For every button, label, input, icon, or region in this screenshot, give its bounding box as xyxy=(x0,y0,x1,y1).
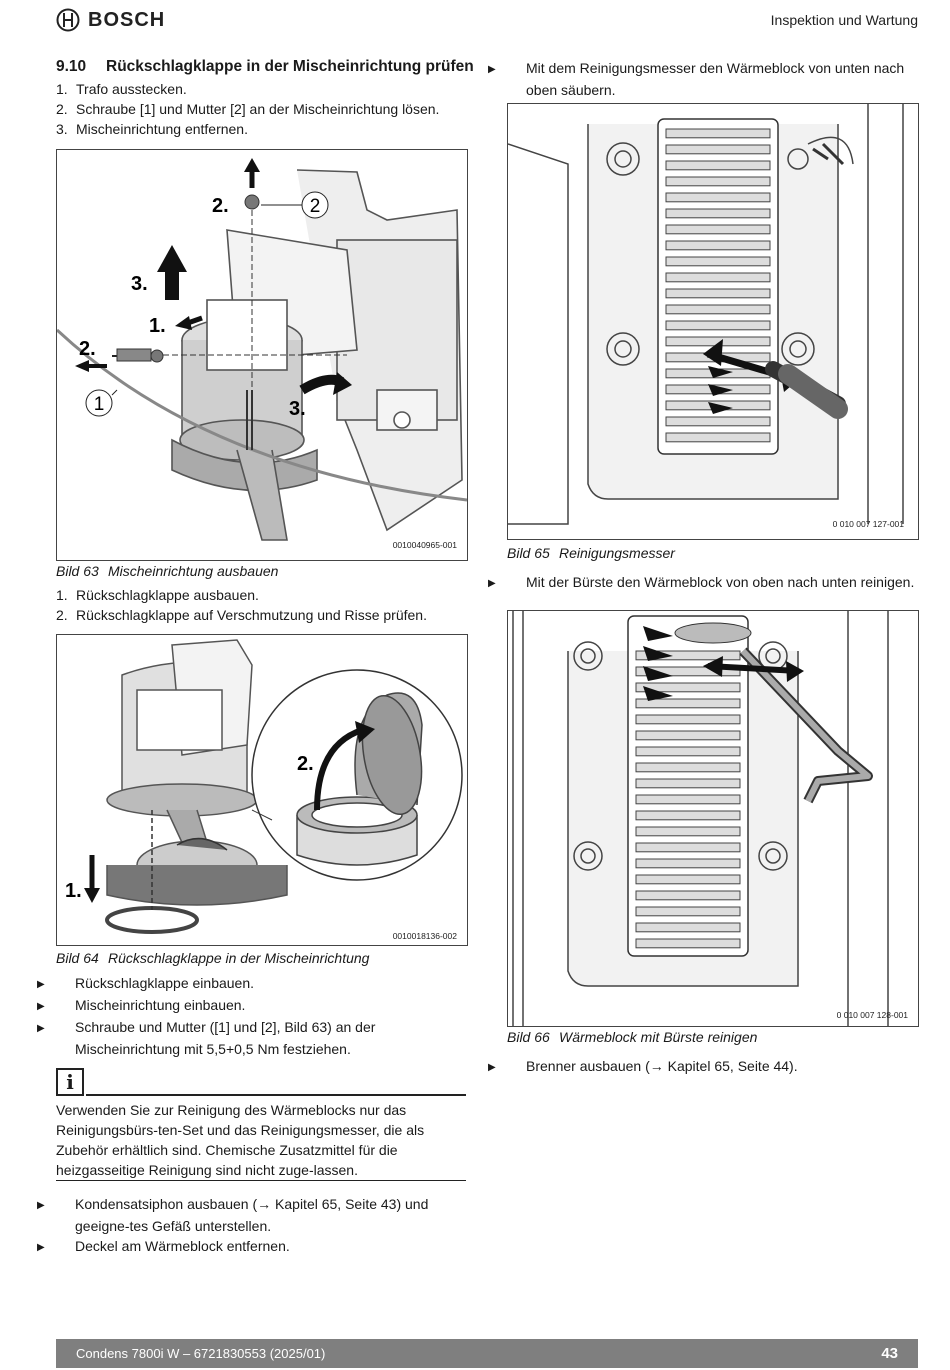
callout-step-2a: 2. xyxy=(212,195,229,217)
bullets-list-a: ▶Rückschlagklappe einbauen. ▶Mischeinric… xyxy=(37,973,470,1059)
callout-step-2b: 2. xyxy=(79,338,96,360)
info-icon: i xyxy=(56,1068,84,1096)
note-text: Verwenden Sie zur Reinigung des Wärmeblo… xyxy=(56,1102,425,1178)
callout-ref-2: 2 xyxy=(310,196,321,217)
heat-block-brush-illustration xyxy=(512,611,889,1026)
note-divider xyxy=(86,1094,466,1096)
heat-block-knife-illustration xyxy=(508,104,904,525)
brand-name: BOSCH xyxy=(88,8,166,31)
bullet-burner: ▶Brenner ausbauen (→ Kapitel 65, Seite 4… xyxy=(488,1056,926,1078)
list-item: ▶Rückschlagklappe einbauen. xyxy=(37,973,470,995)
check-valve-illustration: 2. 1. xyxy=(65,639,463,934)
bullet-triangle-icon: ▶ xyxy=(37,979,45,990)
bullet-triangle-icon: ▶ xyxy=(488,64,496,75)
bullet-cleaning-knife: ▶Mit dem Reinigungsmesser den Wärmeblock… xyxy=(488,60,905,98)
section-heading: 9.10 Rückschlagklappe in der Mischeinrich… xyxy=(56,58,474,76)
footer-text: Condens 7800i W – 6721830553 (2025/01) xyxy=(76,1346,326,1361)
bullet-triangle-icon: ▶ xyxy=(37,1023,45,1034)
callout-step-3b: 3. xyxy=(289,398,306,420)
callout-step-3a: 3. xyxy=(131,273,148,295)
bullet-triangle-icon: ▶ xyxy=(37,1242,45,1253)
list-item: ▶Mischeinrichtung einbauen. xyxy=(37,995,470,1017)
callout-step-1: 1. xyxy=(149,315,166,337)
note-bottom-divider xyxy=(56,1180,466,1181)
bullet-triangle-icon: ▶ xyxy=(488,578,496,589)
figure-64: 2. 1. 0010018136-002 xyxy=(56,634,468,946)
section-header: Inspektion und Wartung xyxy=(770,12,918,28)
steps-list-b: 1.Rückschlagklappe ausbauen. 2.Rückschla… xyxy=(56,585,476,625)
list-item: 2.Schraube [1] und Mutter [2] an der Mis… xyxy=(56,101,440,117)
mixing-unit-illustration: 2 1 2. 3. 1. 2. 3. xyxy=(57,158,467,541)
bullet-triangle-icon: ▶ xyxy=(488,1062,496,1073)
page-number: 43 xyxy=(881,1345,898,1362)
figure-code: 0 010 007 128-001 xyxy=(836,1010,908,1020)
figure-63: 2 1 2. 3. 1. 2. 3. 0010040965-001 xyxy=(56,149,468,561)
figure-code: 0010018136-002 xyxy=(392,931,457,941)
figure-66: 0 010 007 128-001 xyxy=(507,610,919,1027)
bullet-triangle-icon: ▶ xyxy=(37,1001,45,1012)
bullets-list-b: ▶Kondensatsiphon ausbauen (→ Kapitel 65,… xyxy=(37,1194,470,1258)
figure-code: 0010040965-001 xyxy=(392,540,457,550)
callout-ref-1: 1 xyxy=(94,394,105,415)
figure-65: 0 010 007 127-001 xyxy=(507,103,919,540)
heading-number: 9.10 xyxy=(56,58,87,75)
list-item: 1.Rückschlagklappe ausbauen. xyxy=(56,587,259,603)
heading-title: Rückschlagklappe in der Mischeinrichtung… xyxy=(106,58,474,75)
list-item: 3.Mischeinrichtung entfernen. xyxy=(56,121,248,137)
figure-code: 0 010 007 127-001 xyxy=(832,519,904,529)
list-item: 1.Trafo ausstecken. xyxy=(56,81,187,97)
callout-step-1: 1. xyxy=(65,880,82,902)
list-item: 2.Rückschlagklappe auf Verschmutzung und… xyxy=(56,607,427,623)
steps-list-a: 1.Trafo ausstecken. 2.Schraube [1] und M… xyxy=(56,79,476,139)
brand-logo: BOSCH xyxy=(56,8,165,32)
bosch-armature-icon xyxy=(56,8,80,32)
bullet-triangle-icon: ▶ xyxy=(37,1200,45,1211)
callout-step-2: 2. xyxy=(297,753,314,775)
bullet-brush: ▶Mit der Bürste den Wärmeblock von oben … xyxy=(488,572,926,594)
page-footer: Condens 7800i W – 6721830553 (2025/01) 4… xyxy=(56,1339,918,1368)
list-item: ▶Schraube und Mutter ([1] und [2], Bild … xyxy=(37,1019,376,1057)
list-item: ▶Deckel am Wärmeblock entfernen. xyxy=(37,1236,470,1258)
list-item: ▶Kondensatsiphon ausbauen (→ Kapitel 65,… xyxy=(37,1196,429,1234)
